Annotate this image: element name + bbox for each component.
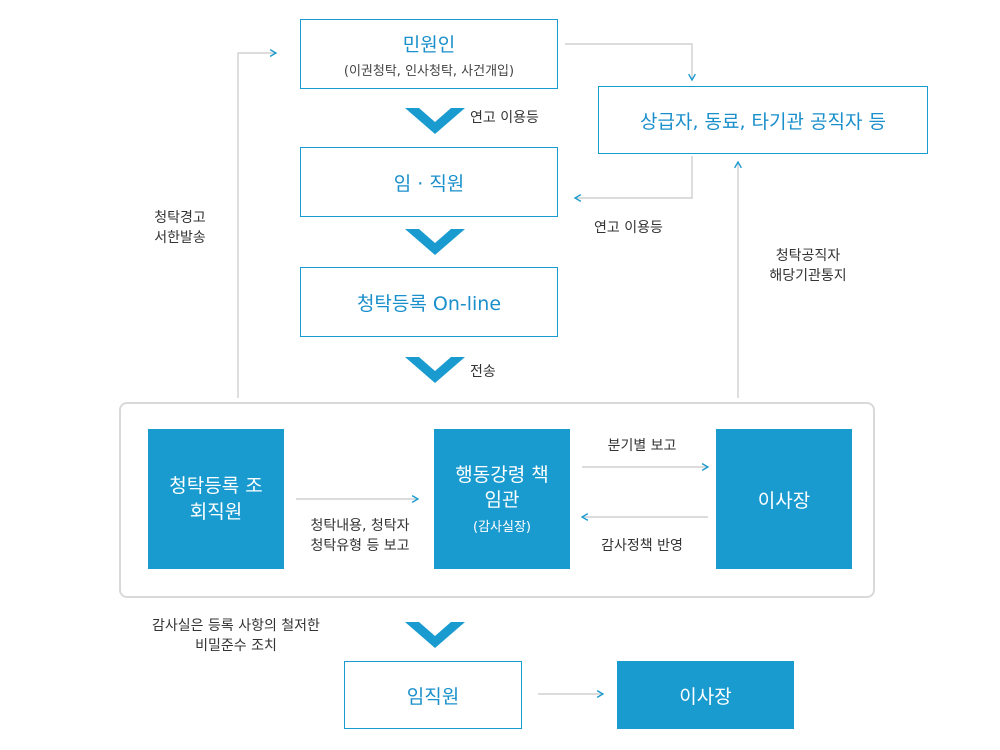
- chevron-down-icon: [405, 229, 465, 255]
- node-staff: 임 · 직원: [300, 147, 558, 217]
- chevron-down-icon: [405, 357, 465, 383]
- node-title: 청탁등록 조회직원: [169, 475, 263, 523]
- node-chairman-bottom: 이사장: [617, 661, 794, 729]
- node-chairman: 이사장: [716, 429, 852, 569]
- node-employees: 임직원: [344, 661, 522, 729]
- node-online: 청탁등록 On-line: [300, 267, 558, 337]
- line-petitioner-to-superior: [565, 43, 696, 82]
- node-title: 민원인: [402, 33, 456, 56]
- review-group: [119, 402, 875, 598]
- label-warning: 청탁경고 서한발송: [154, 210, 206, 246]
- chevron-down-icon: [405, 108, 465, 134]
- label-connection: 연고 이용등: [594, 220, 663, 236]
- label-quarterly: 분기별 보고: [607, 438, 677, 454]
- node-title: 임 · 직원: [393, 172, 465, 195]
- node-officer: 행동강령 책임관 (감사실장): [434, 429, 570, 569]
- label-connection: 연고 이용등: [470, 110, 539, 126]
- node-subtitle: (이권청탁, 인사청탁, 사건개입): [343, 63, 515, 79]
- label-report: 청탁내용, 청탁자 청탁유형 등 보고: [310, 518, 410, 554]
- node-title: 상급자, 동료, 타기관 공직자 등: [640, 110, 886, 133]
- node-title: 청탁등록 On-line: [356, 292, 502, 315]
- node-subtitle: (감사실장): [473, 520, 531, 535]
- node-title: 행동강령 책임관: [455, 464, 549, 511]
- label-notify: 청탁공직자 해당기관통지: [769, 248, 847, 284]
- node-superior: 상급자, 동료, 타기관 공직자 등: [598, 86, 928, 154]
- chevron-down-icon: [405, 622, 465, 648]
- line-superior-to-staff: [573, 156, 693, 202]
- node-title: 이사장: [757, 489, 811, 512]
- line-warning: [237, 49, 278, 398]
- label-secrecy: 감사실은 등록 사항의 철저한 비밀준수 조치: [152, 618, 320, 654]
- node-title: 임직원: [406, 685, 460, 708]
- node-title: 이사장: [679, 685, 732, 708]
- node-registrar: 청탁등록 조회직원: [148, 429, 284, 569]
- node-petitioner: 민원인 (이권청탁, 인사청탁, 사건개입): [300, 19, 558, 89]
- label-transmit: 전송: [470, 364, 496, 380]
- label-reflect: 감사정책 반영: [601, 538, 683, 554]
